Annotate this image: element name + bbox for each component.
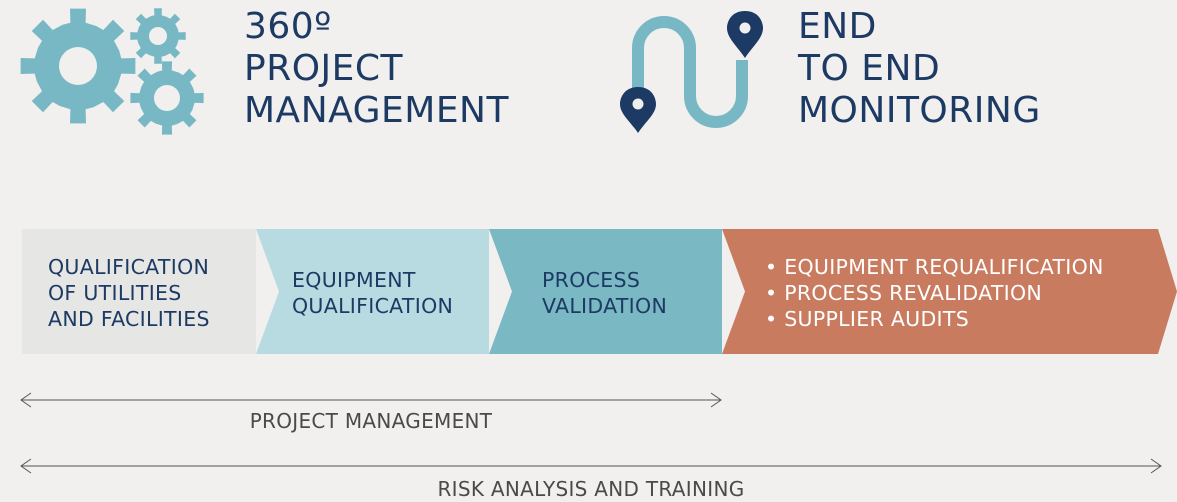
- title-line: MONITORING: [798, 90, 1041, 131]
- project-management-label: PROJECT MANAGEMENT: [249, 409, 493, 433]
- bullet-item: PROCESS REVALIDATION: [765, 280, 1104, 306]
- title-line: PROJECT: [244, 48, 404, 89]
- project-management-title: 360º PROJECT MANAGEMENT: [244, 6, 509, 132]
- title-line: MANAGEMENT: [244, 90, 509, 131]
- segment-utilities-facilities-text: QUALIFICATION OF UTILITIES AND FACILITIE…: [48, 254, 210, 332]
- segment-line: EQUIPMENT: [292, 268, 416, 292]
- bullet-item: EQUIPMENT REQUALIFICATION: [765, 254, 1104, 280]
- segment-equipment-qualification-text: EQUIPMENT QUALIFICATION: [292, 267, 453, 319]
- title-line: TO END: [798, 48, 941, 89]
- title-line: 360º: [244, 6, 332, 47]
- segment-line: VALIDATION: [542, 294, 668, 318]
- segment-line: QUALIFICATION: [292, 294, 454, 318]
- map-pin-icon: [620, 87, 656, 133]
- risk-analysis-label: RISK ANALYSIS AND TRAINING: [437, 477, 745, 501]
- segment-process-validation-text: PROCESS VALIDATION: [542, 267, 667, 319]
- segment-requalification-list: EQUIPMENT REQUALIFICATION PROCESS REVALI…: [765, 254, 1104, 332]
- monitoring-title: END TO END MONITORING: [798, 6, 1041, 132]
- segment-line: AND FACILITIES: [48, 307, 210, 331]
- segment-process-validation: [489, 229, 722, 354]
- segment-line: OF UTILITIES: [48, 281, 182, 305]
- segment-line: PROCESS: [542, 268, 641, 292]
- map-pin-icon: [727, 11, 763, 58]
- segment-equipment-qualification: [256, 229, 489, 354]
- bullet-item: SUPPLIER AUDITS: [765, 306, 1104, 332]
- segment-line: QUALIFICATION: [48, 255, 210, 279]
- segment-utilities-facilities: [22, 229, 256, 354]
- title-line: END: [798, 6, 877, 47]
